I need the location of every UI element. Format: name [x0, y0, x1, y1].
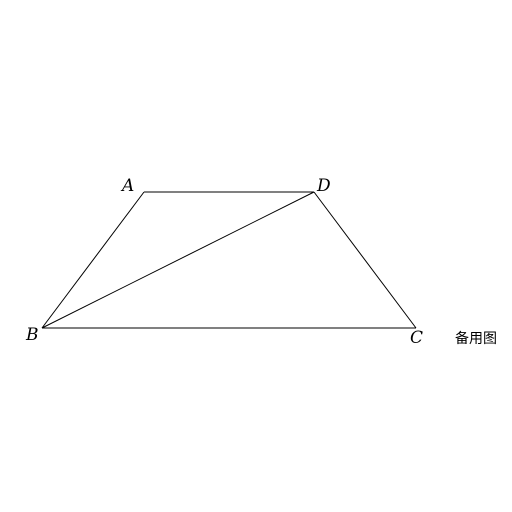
vertex-label-d: D — [316, 176, 331, 196]
backup-figure-caption: 备用图 — [455, 330, 497, 347]
vertex-label-c: C — [410, 328, 423, 348]
vertex-label-a: A — [120, 176, 134, 196]
segment-cd — [313, 191, 417, 329]
trapezoid-edges — [41, 191, 417, 329]
vertex-label-b: B — [25, 325, 39, 345]
diagonal-bd — [41, 191, 315, 329]
segment-ab — [41, 191, 145, 329]
